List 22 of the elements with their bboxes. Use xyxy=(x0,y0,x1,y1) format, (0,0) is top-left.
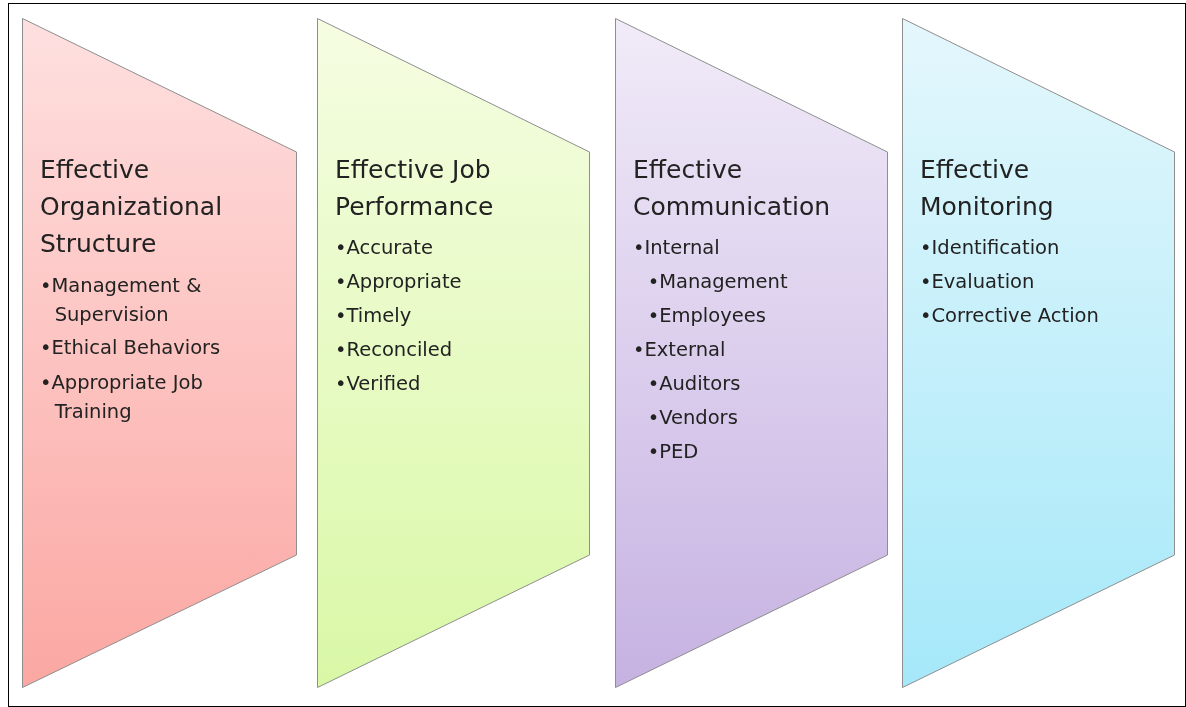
bullet-item: •Internal xyxy=(633,235,721,261)
bullet-item: •Timely xyxy=(335,303,413,329)
section-heading: Effective Monitoring xyxy=(920,154,1055,223)
section-heading: Effective Organizational Structure xyxy=(40,154,224,260)
bullet-item: •Verified xyxy=(335,371,422,397)
bullet-item: •PED xyxy=(647,439,700,465)
bullet-item: •Management & Supervision xyxy=(40,273,203,328)
bullet-item: •External xyxy=(633,337,727,363)
bullet-item: •Corrective Action xyxy=(920,303,1100,329)
bullet-item: •Auditors xyxy=(647,371,742,397)
section-heading: Effective Communication xyxy=(633,154,832,223)
bullet-item: •Management xyxy=(647,269,789,295)
bullet-item: •Identification xyxy=(920,235,1061,261)
bullet-item: •Appropriate Job Training xyxy=(40,370,204,425)
bullet-item: •Employees xyxy=(647,303,767,329)
bullet-item: •Appropriate xyxy=(335,269,463,295)
bullet-item: •Reconciled xyxy=(335,337,454,363)
bullet-item: •Vendors xyxy=(647,405,739,431)
bullet-item: •Ethical Behaviors xyxy=(40,335,222,361)
bullet-item: •Accurate xyxy=(335,235,434,261)
bullet-item: •Evaluation xyxy=(920,269,1036,295)
section-heading: Effective Job Performance xyxy=(335,154,495,223)
